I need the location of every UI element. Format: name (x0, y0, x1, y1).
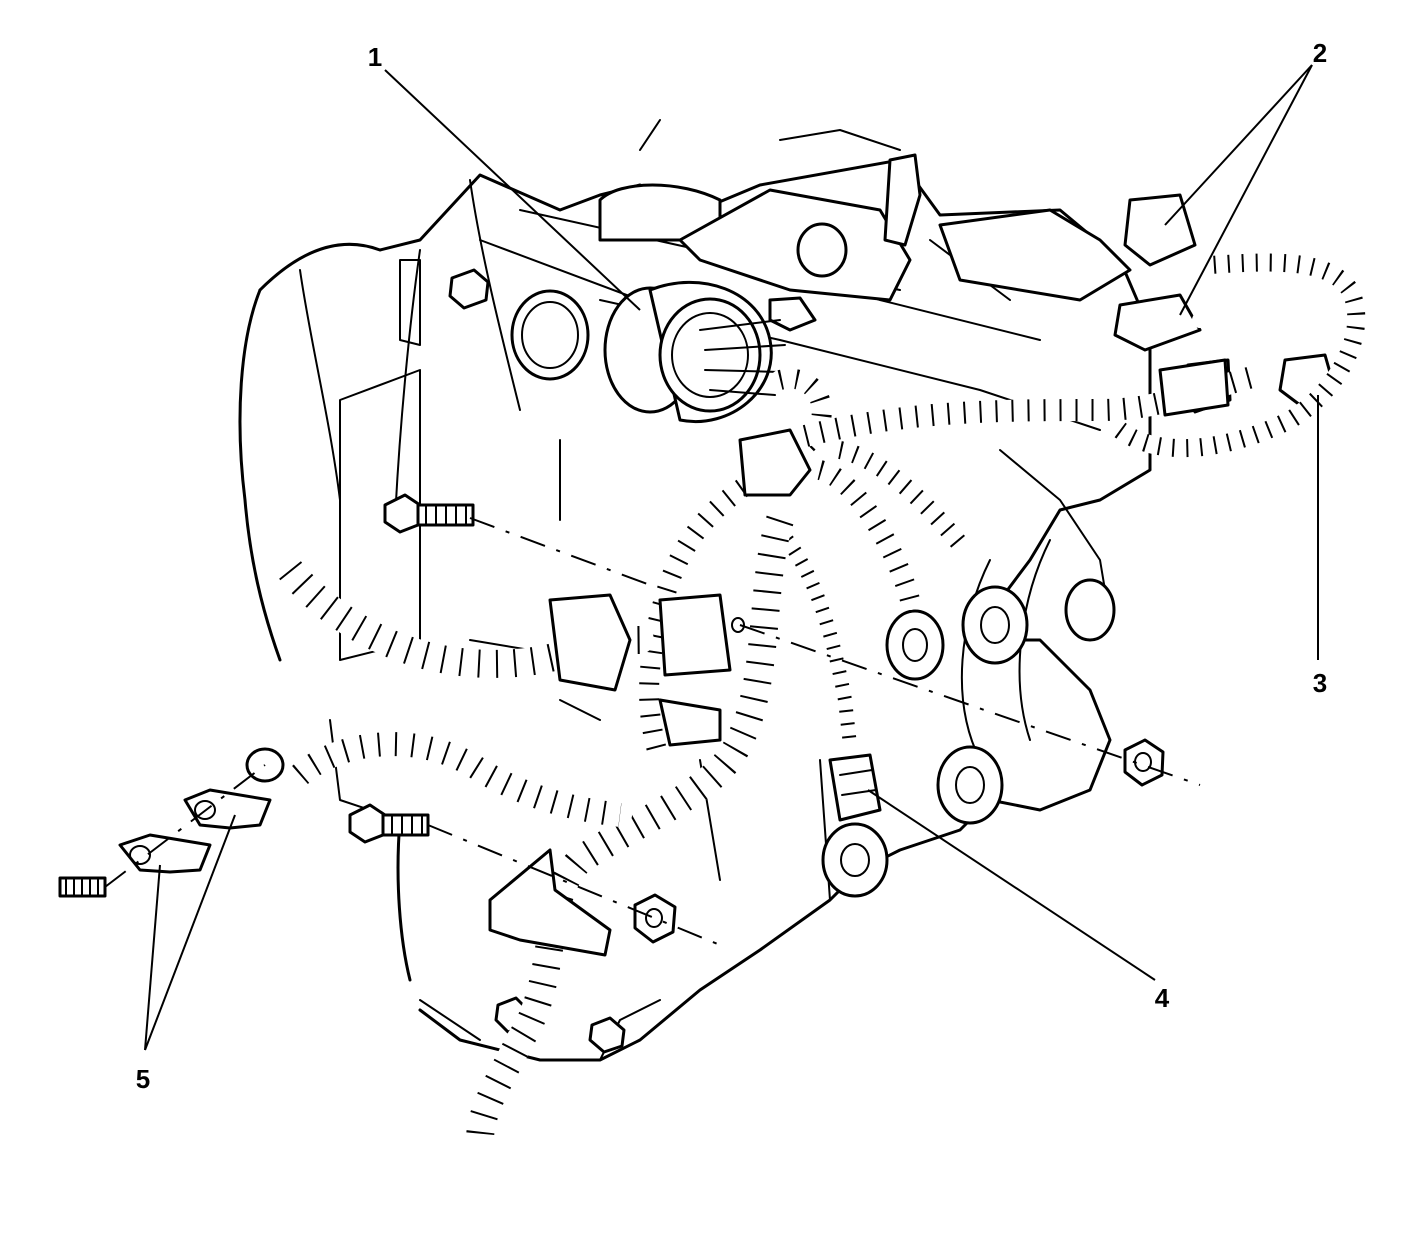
callout-leaders (144, 64, 1319, 1051)
callout-4: 4 (1155, 983, 1170, 1013)
callout-5-leader-b (144, 814, 236, 1051)
callout-5: 5 (136, 1064, 150, 1094)
bolts (58, 493, 475, 898)
callout-2-leader-a (1164, 64, 1313, 226)
callout-1: 1 (368, 42, 382, 72)
callout-4-leader (867, 789, 1156, 981)
main-case-connector (603, 280, 786, 423)
callout-1-leader (384, 69, 641, 311)
callout-5-leader-a (144, 864, 161, 1051)
callout-labels: 1 2 3 4 5 (136, 38, 1327, 1094)
nuts (633, 738, 1165, 944)
callout-2-leader-b (1179, 64, 1313, 316)
installation-centerlines (104, 517, 1201, 946)
sensor-connector (828, 753, 882, 822)
callout-3: 3 (1313, 668, 1327, 698)
callout-2: 2 (1313, 38, 1327, 68)
wiring-harness (276, 253, 1366, 1154)
harness-clips (488, 358, 1230, 957)
ground-terminals (118, 788, 272, 874)
